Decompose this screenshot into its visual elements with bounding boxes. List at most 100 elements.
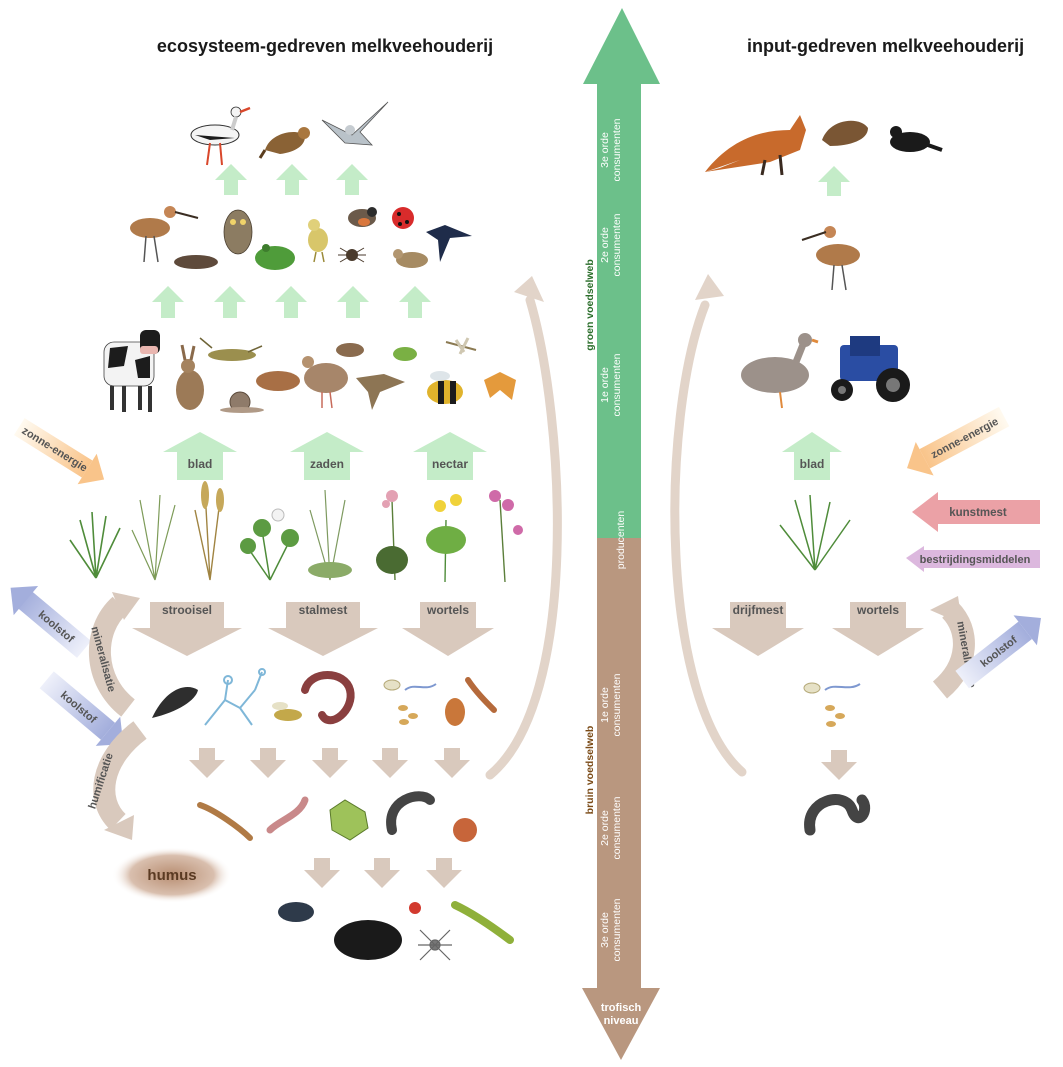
vole-icon — [256, 371, 300, 391]
svg-text:3e orde: 3e orde — [599, 912, 611, 948]
fly-icon — [272, 702, 302, 721]
left-up-arrows-row-1 — [215, 164, 368, 195]
label-blad: blad — [188, 457, 213, 471]
up-arrow — [152, 286, 184, 318]
right-down-arrow — [821, 750, 857, 780]
left-down-arrows-row-2 — [304, 858, 462, 888]
down-arrow — [250, 748, 286, 778]
svg-text:consumenten: consumenten — [611, 673, 623, 736]
mite-icon — [453, 818, 477, 842]
pipit-icon — [356, 374, 405, 410]
earthworm-icon — [305, 675, 351, 720]
weasel-icon — [260, 127, 310, 158]
lark-icon — [393, 249, 428, 268]
arrow-drijfmest: drijfmest — [712, 602, 804, 656]
slug-icon — [152, 687, 198, 718]
svg-text:producenten: producenten — [615, 511, 627, 570]
pot-worm-icon — [270, 800, 305, 830]
cranefly-icon — [446, 338, 476, 354]
cuckooflower-icon — [489, 490, 523, 582]
larva-icon — [468, 680, 494, 710]
up-arrow — [214, 286, 246, 318]
harrier-icon — [322, 102, 388, 145]
label-nectar: nectar — [432, 457, 468, 471]
label-strooisel: strooisel — [162, 603, 212, 617]
tractor-icon — [831, 336, 910, 402]
right-soil-organisms — [804, 683, 865, 830]
down-arrow — [426, 858, 462, 888]
axis-bottom-label-2: niveau — [604, 1015, 639, 1027]
fungus-hyphae-icon — [205, 669, 265, 725]
right-grass-icon — [780, 495, 850, 570]
centipede-icon — [200, 805, 250, 838]
left-soil-tier-1 — [152, 669, 494, 726]
axis-green-arrowhead — [583, 8, 660, 84]
left-return-curve — [490, 300, 557, 775]
left-mineralisation-arrow: mineralisatie — [88, 592, 140, 708]
harvestman-icon — [418, 930, 452, 960]
bacteria-icon — [398, 705, 418, 725]
left-down-arrows-row-1 — [189, 748, 470, 778]
down-arrow — [189, 748, 225, 778]
left-tier-1-animals — [104, 330, 516, 413]
axis-bottom-label-1: trofisch — [601, 1002, 642, 1014]
arrow-wortels-left: wortels — [402, 602, 494, 656]
right-title: input-gedreven melkveehouderij — [747, 36, 1024, 56]
right-return-arrowhead — [695, 274, 724, 300]
green-web-label: groen voedselweb — [584, 259, 596, 351]
godwit-right-icon — [802, 226, 860, 290]
trophic-axis: 3e orde consumenten 2e orde consumenten … — [582, 8, 660, 1060]
spider-icon — [338, 248, 366, 262]
fox-icon — [705, 115, 806, 175]
arrow-blad: blad — [163, 432, 237, 480]
left-title: ecosysteem-gedreven melkveehouderij — [157, 36, 493, 56]
level-producers: producenten — [615, 511, 627, 570]
left-tier-3-animals — [191, 102, 388, 165]
mole-icon — [334, 920, 402, 960]
svg-text:bruin voedselweb: bruin voedselweb — [584, 726, 596, 815]
right-solar-arrow: zonne-energie — [898, 400, 1013, 485]
down-arrow — [364, 858, 400, 888]
meadow-grass-icon — [132, 495, 175, 580]
nematode-icon — [391, 796, 430, 830]
grasshopper-icon — [200, 338, 262, 361]
arrow-nectar: nectar — [413, 432, 487, 480]
label-pesticides: bestrijdingsmiddelen — [920, 554, 1031, 566]
stonechat-icon — [348, 207, 377, 227]
partridge-icon — [302, 356, 348, 408]
left-soil-tier-3 — [278, 902, 510, 960]
right-up-arrow-1 — [818, 166, 850, 196]
brown-web-label: bruin voedselweb — [584, 726, 596, 815]
label-wortels-right: wortels — [856, 603, 899, 617]
up-arrow — [399, 286, 431, 318]
label-zaden: zaden — [310, 457, 344, 471]
grass-icon — [70, 512, 120, 578]
svg-text:consumenten: consumenten — [611, 898, 623, 961]
label-stalmest: stalmest — [299, 603, 348, 617]
shrew-icon — [174, 255, 218, 269]
goose-icon — [741, 333, 818, 408]
hare-icon — [176, 345, 204, 410]
arrow-wortels-right: wortels — [832, 602, 924, 656]
amoeba-icon — [330, 800, 368, 840]
up-arrow — [275, 286, 307, 318]
label-drijfmest: drijfmest — [733, 603, 784, 617]
up-arrow — [215, 164, 247, 195]
red-mite-icon — [409, 902, 421, 914]
label-wortels-left: wortels — [426, 603, 469, 617]
up-arrow — [336, 164, 368, 195]
down-arrow — [304, 858, 340, 888]
svg-text:consumenten: consumenten — [611, 118, 623, 181]
fertilizer-arrow: kunstmest — [912, 492, 1040, 532]
arrow-stalmest: stalmest — [268, 602, 378, 656]
down-arrow — [312, 748, 348, 778]
frog-icon — [255, 244, 295, 270]
protozoa-right-icon — [804, 683, 860, 693]
pesticides-arrow: bestrijdingsmiddelen — [906, 546, 1040, 572]
aphid-icon — [393, 347, 417, 361]
springtail-icon — [445, 698, 465, 726]
ladybug-icon — [392, 207, 414, 229]
left-producer-output-arrows: blad zaden nectar — [163, 432, 487, 480]
svg-text:1e orde: 1e orde — [599, 687, 611, 723]
